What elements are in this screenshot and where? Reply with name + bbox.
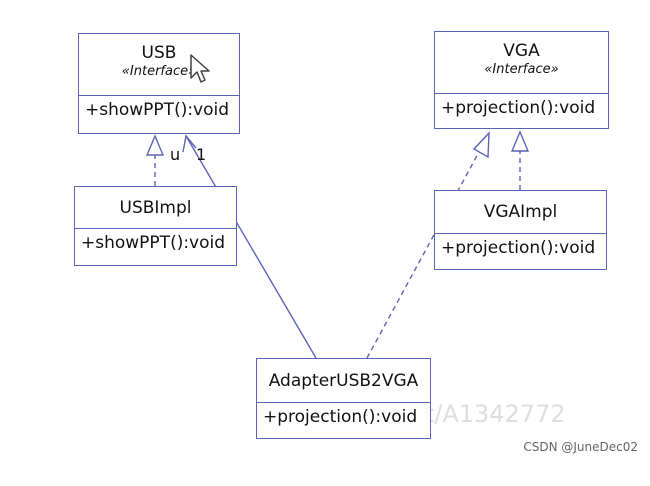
association-role-label: u xyxy=(170,145,181,164)
class-adapterusb2vga[interactable]: AdapterUSB2VGA +projection():void xyxy=(256,358,431,439)
arrow-cursor-icon xyxy=(190,54,210,83)
class-usbimpl-name: USBImpl xyxy=(119,198,192,218)
association-adapter-usb xyxy=(185,135,317,359)
class-vga-stereotype: «Interface» xyxy=(484,62,559,77)
realization-arrowhead-adapter-vga xyxy=(472,131,490,159)
realization-arrowhead-usb xyxy=(145,134,165,156)
class-usb-name: USB xyxy=(141,43,177,63)
class-vgaimpl[interactable]: VGAImpl +projection():void xyxy=(434,190,607,270)
association-arrowhead-usb xyxy=(182,134,197,153)
class-usbimpl[interactable]: USBImpl +showPPT():void xyxy=(74,186,237,266)
association-multiplicity: 1 xyxy=(196,145,207,164)
class-adapter-name: AdapterUSB2VGA xyxy=(268,371,419,391)
class-adapter-operation: +projection():void xyxy=(257,402,430,486)
realization-adapter-vga xyxy=(366,151,480,359)
class-usbimpl-operation: +showPPT():void xyxy=(75,228,236,311)
class-vga-name: VGA xyxy=(503,41,540,61)
class-usb-operation: +showPPT():void xyxy=(79,95,239,199)
csdn-watermark: CSDN @JuneDec02 xyxy=(523,440,638,454)
class-usb[interactable]: USB «Interface» +showPPT():void xyxy=(78,33,240,134)
class-vga[interactable]: VGA «Interface» +projection():void xyxy=(434,31,609,129)
class-vgaimpl-name: VGAImpl xyxy=(483,202,558,222)
relationship-lines xyxy=(145,130,530,359)
class-vgaimpl-operation: +projection():void xyxy=(435,233,606,316)
realization-arrowhead-vga xyxy=(510,130,530,152)
uml-class-diagram: n.net/A1342772 USB «Interface» +showPPT(… xyxy=(74,31,638,454)
class-usb-stereotype: «Interface» xyxy=(121,64,197,79)
class-vga-operation: +projection():void xyxy=(435,93,608,194)
